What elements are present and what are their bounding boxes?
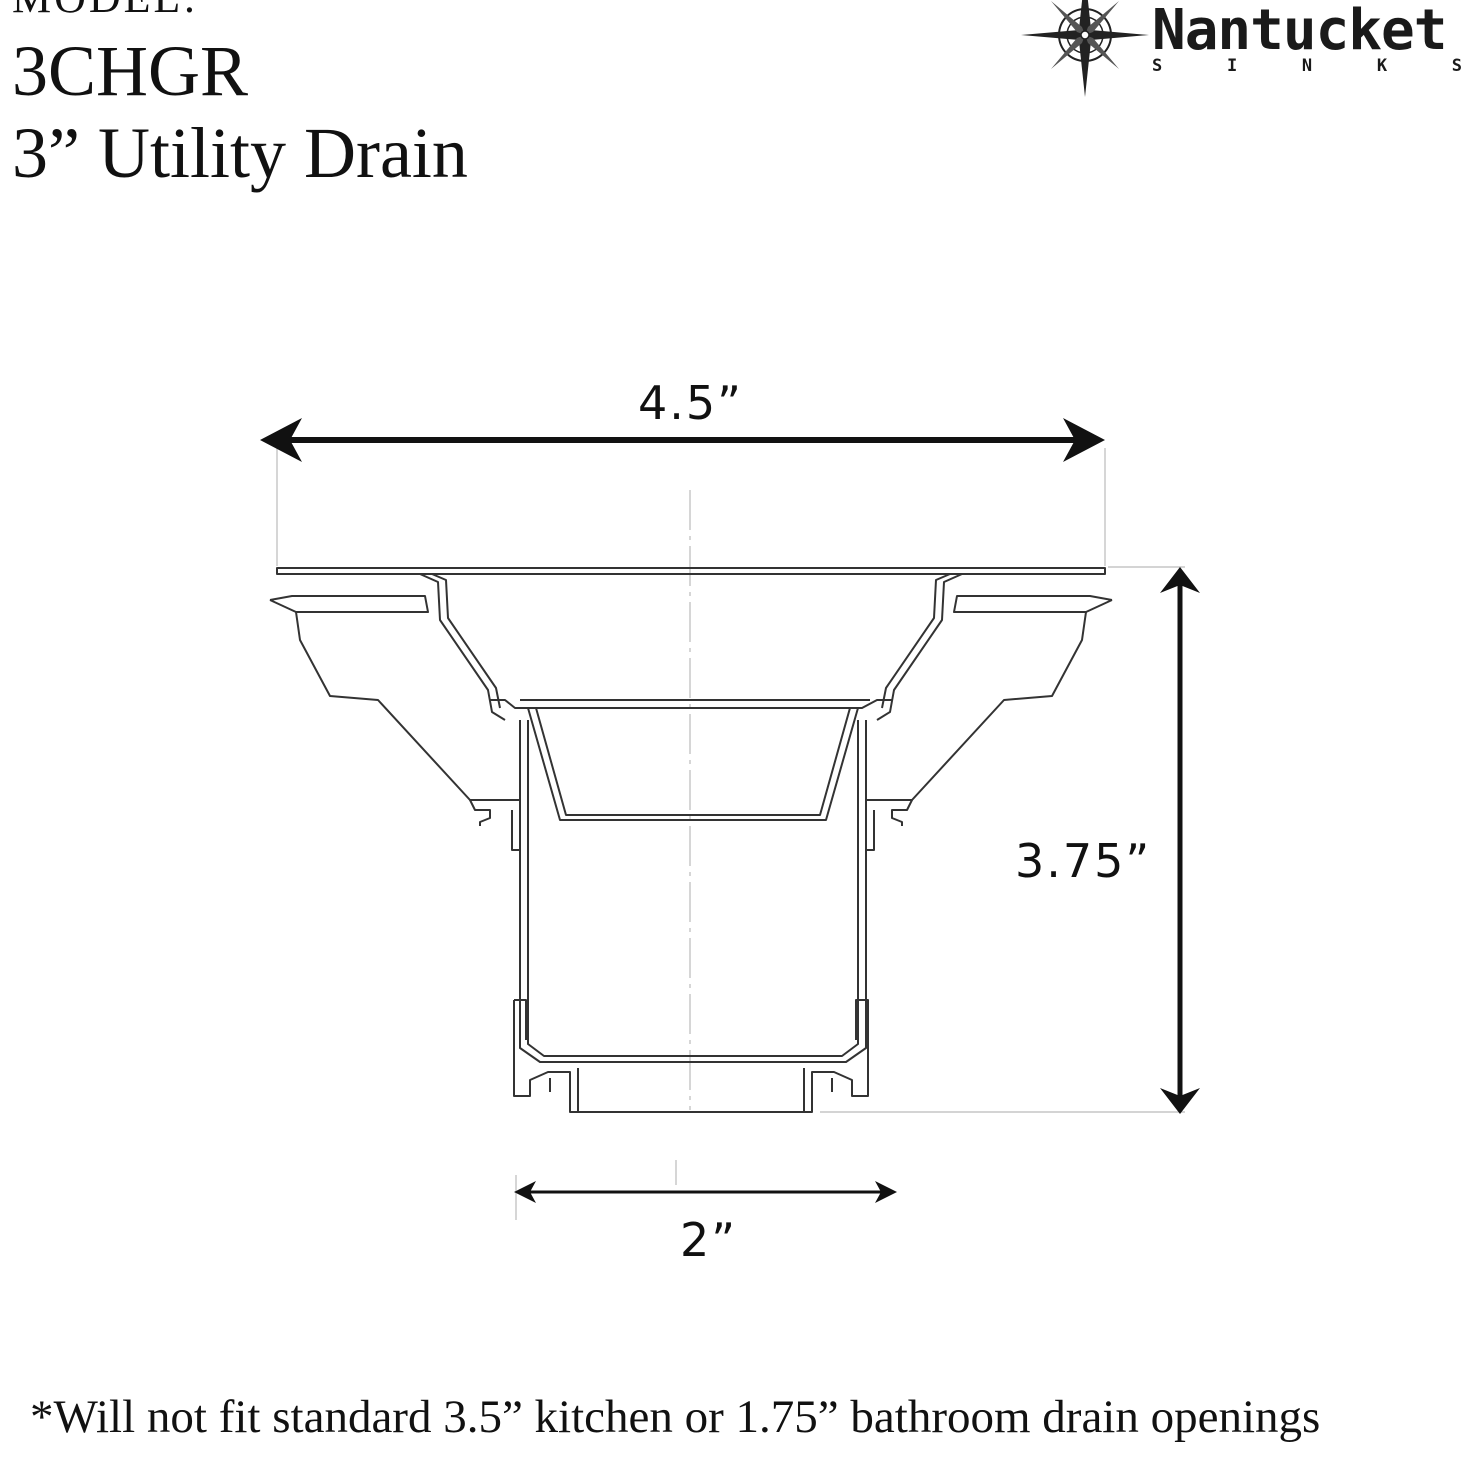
- tagline-letter: S: [1152, 56, 1163, 76]
- product-name: 3” Utility Drain: [12, 113, 468, 193]
- tagline-letter: N: [1301, 56, 1313, 76]
- brand-name: Nantucket: [1152, 0, 1447, 63]
- brand-tagline: S I N K S: [1152, 56, 1462, 76]
- model-number: 3CHGR: [12, 31, 249, 111]
- model-label: MODEL:: [12, 0, 199, 23]
- outlet-dimension-label: 2”: [680, 1213, 738, 1267]
- tagline-letter: K: [1376, 56, 1388, 76]
- tagline-letter: I: [1226, 56, 1238, 76]
- height-dimension-label: 3.75”: [1015, 834, 1152, 888]
- extension-lines: [276, 448, 1185, 1220]
- height-dimension-arrow: [1160, 567, 1200, 1114]
- fit-footnote: *Will not fit standard 3.5” kitchen or 1…: [30, 1391, 1321, 1443]
- outlet-dimension-arrow: [514, 1181, 897, 1203]
- drain-outline: [269, 567, 1113, 1113]
- width-dimension-arrow: [260, 418, 1105, 462]
- tagline-letter: S: [1451, 56, 1462, 76]
- width-dimension-label: 4.5”: [638, 376, 743, 430]
